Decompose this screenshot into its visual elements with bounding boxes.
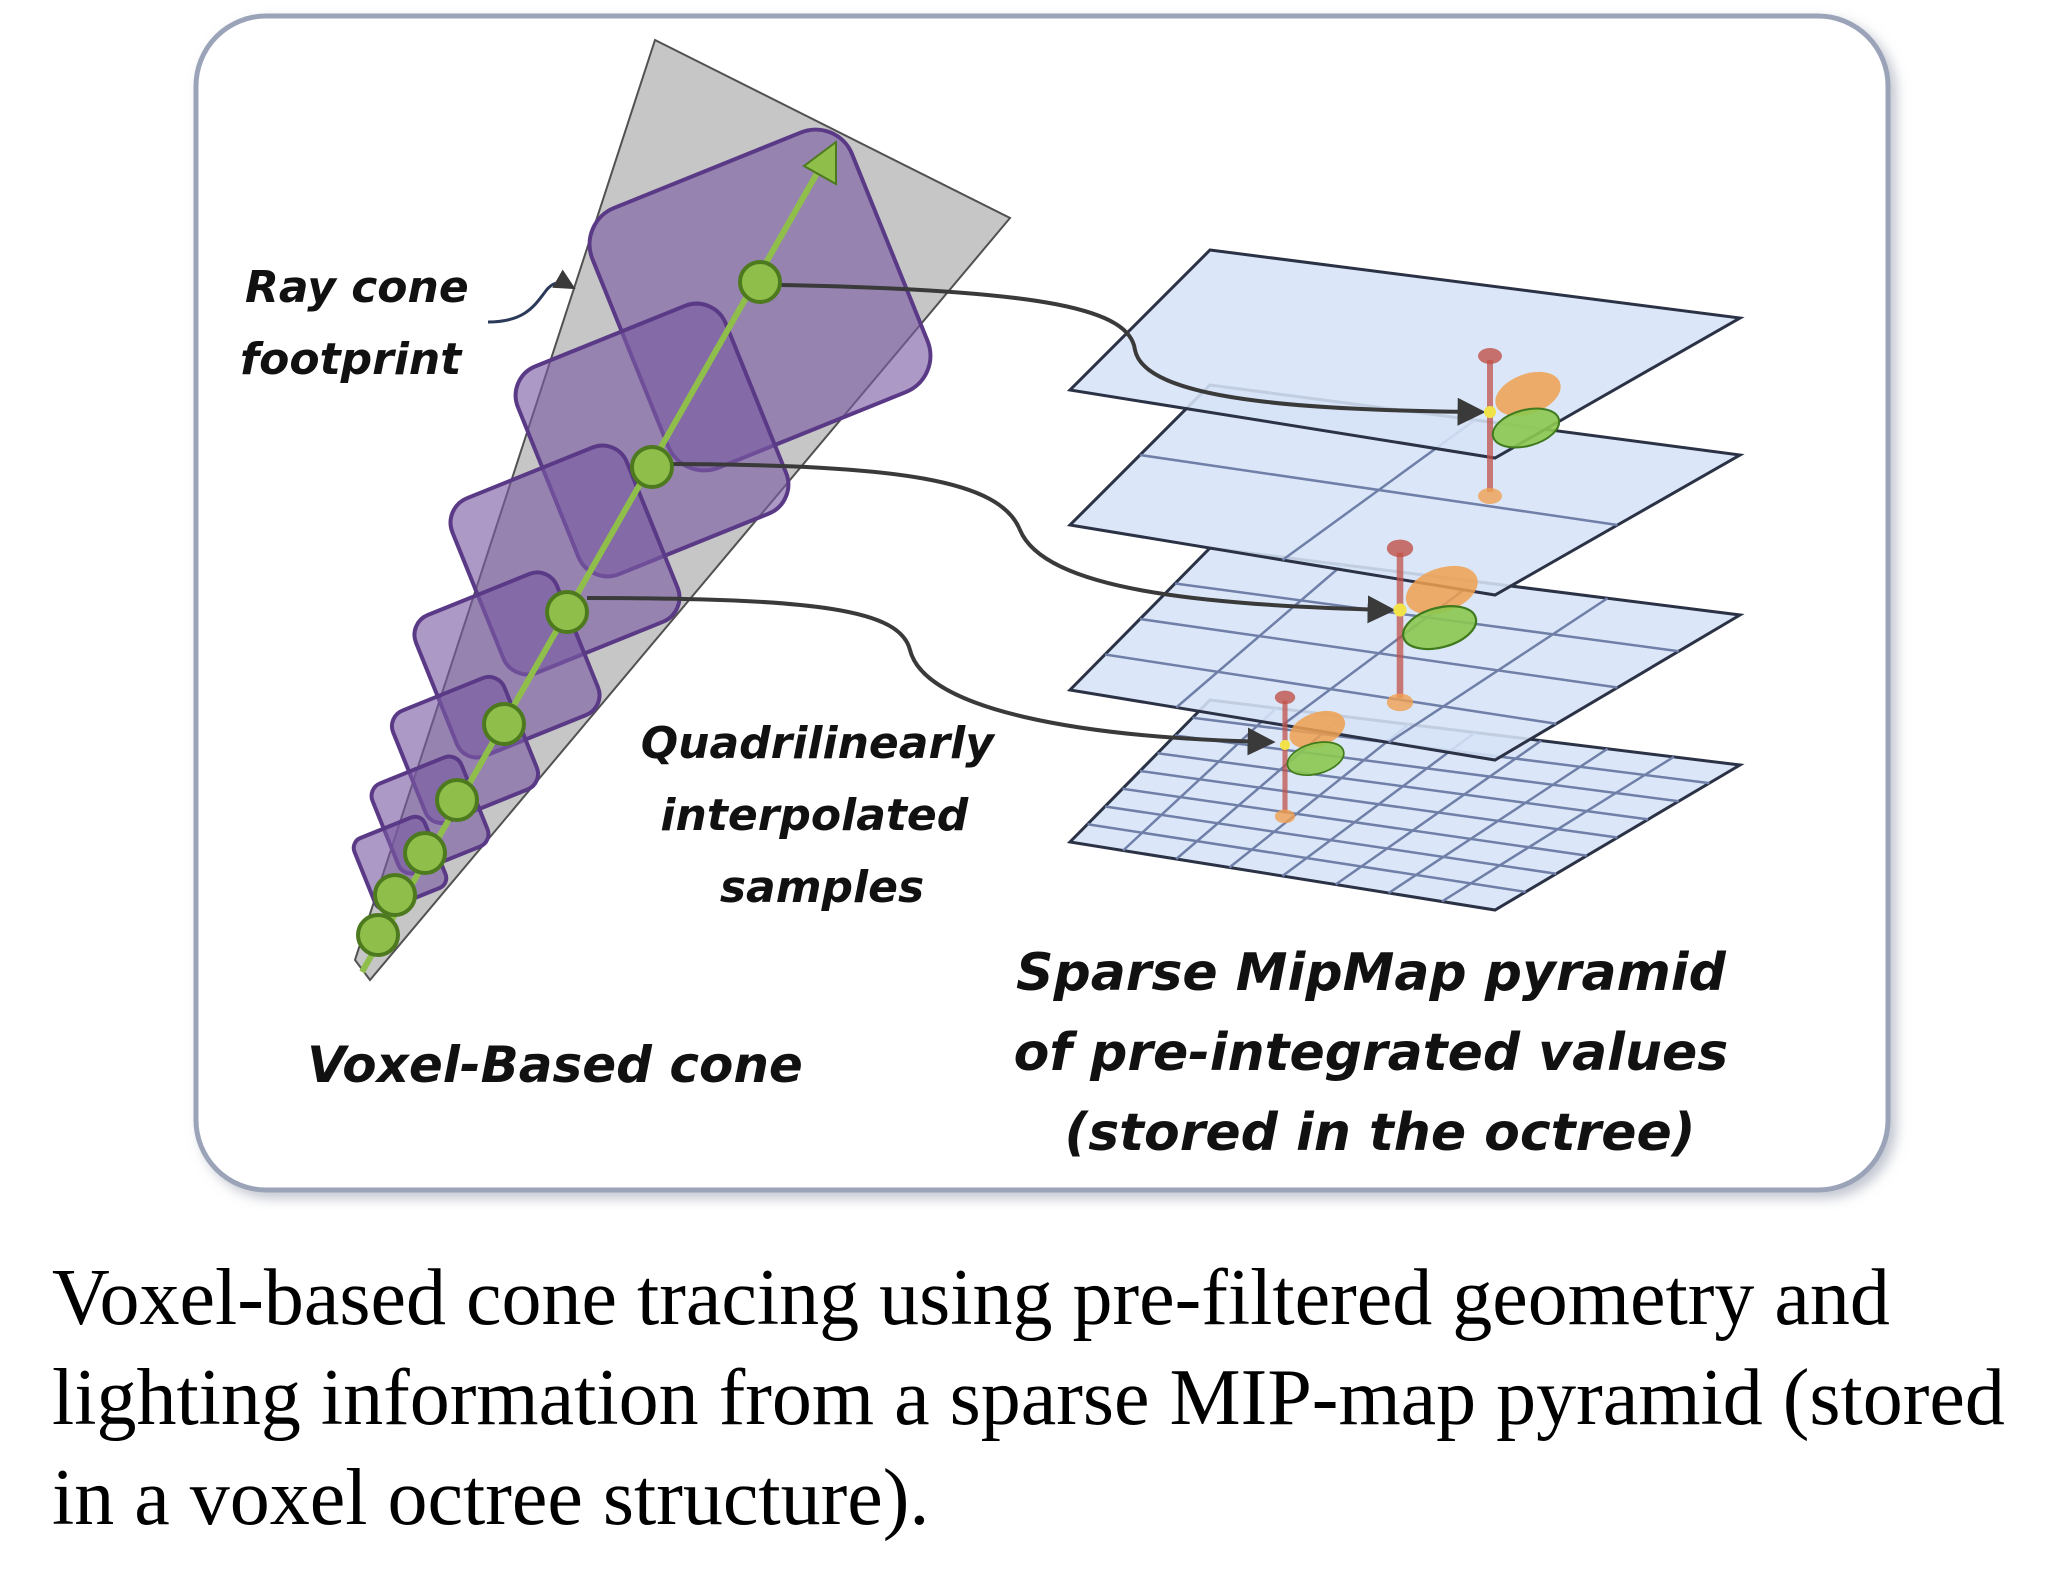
grid-line bbox=[1441, 755, 1675, 903]
grid-line bbox=[1139, 453, 1618, 527]
label-quadrilinear-samples: Quadrilinearly interpolated samples bbox=[641, 718, 1010, 913]
orange-lobe bbox=[1405, 565, 1478, 615]
grid-line bbox=[1139, 769, 1618, 839]
lobe-stem-top bbox=[1386, 539, 1414, 558]
lobe-stem-bottom bbox=[1386, 693, 1414, 712]
ray-cone-footprint-pointer-arrow bbox=[487, 269, 576, 324]
connector-arrow-2 bbox=[671, 462, 1396, 624]
grid-line bbox=[1334, 739, 1542, 886]
sample-point-8 bbox=[356, 913, 400, 957]
grid-line bbox=[1104, 653, 1557, 725]
sample-point-7 bbox=[373, 873, 417, 917]
lighting-lobes bbox=[1274, 348, 1561, 824]
label-ray-cone-footprint: Ray cone footprint bbox=[240, 262, 484, 385]
connector-arrow-3 bbox=[586, 596, 1276, 756]
sample-point-5 bbox=[435, 778, 479, 822]
lobe-cluster-3 bbox=[1274, 690, 1346, 824]
green-lobe bbox=[1402, 605, 1478, 651]
figure-caption: Voxel-based cone tracing using pre-filte… bbox=[52, 1254, 2005, 1542]
lobe-center bbox=[1279, 739, 1291, 751]
grid-line bbox=[1122, 787, 1588, 857]
mipmap-level-4 bbox=[1066, 698, 1745, 912]
interpolated-samples bbox=[356, 260, 782, 957]
mipmap-plane bbox=[1066, 383, 1745, 597]
lobe-center bbox=[1484, 406, 1496, 418]
sample-point-6 bbox=[403, 831, 447, 875]
label-mipmap-pyramid: Sparse MipMap pyramid of pre-integrated … bbox=[1014, 943, 1747, 1163]
sample-connectors bbox=[586, 283, 1486, 756]
lobe-cluster-2 bbox=[1386, 539, 1478, 712]
orange-lobe bbox=[1495, 371, 1561, 417]
sample-point-1 bbox=[738, 260, 782, 304]
connector-arrow-1 bbox=[779, 283, 1486, 426]
orange-lobe bbox=[1289, 710, 1346, 749]
lobe-center bbox=[1393, 603, 1407, 617]
grid-line bbox=[1104, 805, 1557, 875]
sample-point-4 bbox=[482, 702, 526, 746]
mipmap-level-1 bbox=[1066, 248, 1745, 460]
green-lobe bbox=[1491, 407, 1561, 449]
lobe-stem-top bbox=[1274, 690, 1296, 705]
grid-line bbox=[1139, 617, 1618, 689]
mipmap-plane bbox=[1066, 698, 1745, 912]
cone-axis-arrowhead bbox=[802, 140, 837, 186]
lobe-stem-bottom bbox=[1274, 809, 1296, 824]
grid-line bbox=[1087, 823, 1526, 894]
voxel-cone-tracing-diagram: Ray cone footprint Quadrilinearly interp… bbox=[193, 13, 1891, 1193]
lobe-cluster-1 bbox=[1478, 348, 1561, 504]
lobe-stem-top bbox=[1478, 348, 1502, 364]
green-lobe bbox=[1286, 741, 1345, 777]
mipmap-pyramid bbox=[1066, 248, 1745, 912]
sample-point-2 bbox=[630, 445, 674, 489]
sample-point-3 bbox=[545, 590, 589, 634]
grid-line bbox=[1388, 747, 1609, 895]
lobe-stem-bottom bbox=[1478, 488, 1502, 504]
grid-line bbox=[1388, 597, 1609, 744]
label-voxel-based-cone: Voxel-Based cone bbox=[307, 1036, 803, 1094]
mipmap-level-2 bbox=[1066, 383, 1745, 597]
mipmap-plane bbox=[1066, 248, 1745, 460]
